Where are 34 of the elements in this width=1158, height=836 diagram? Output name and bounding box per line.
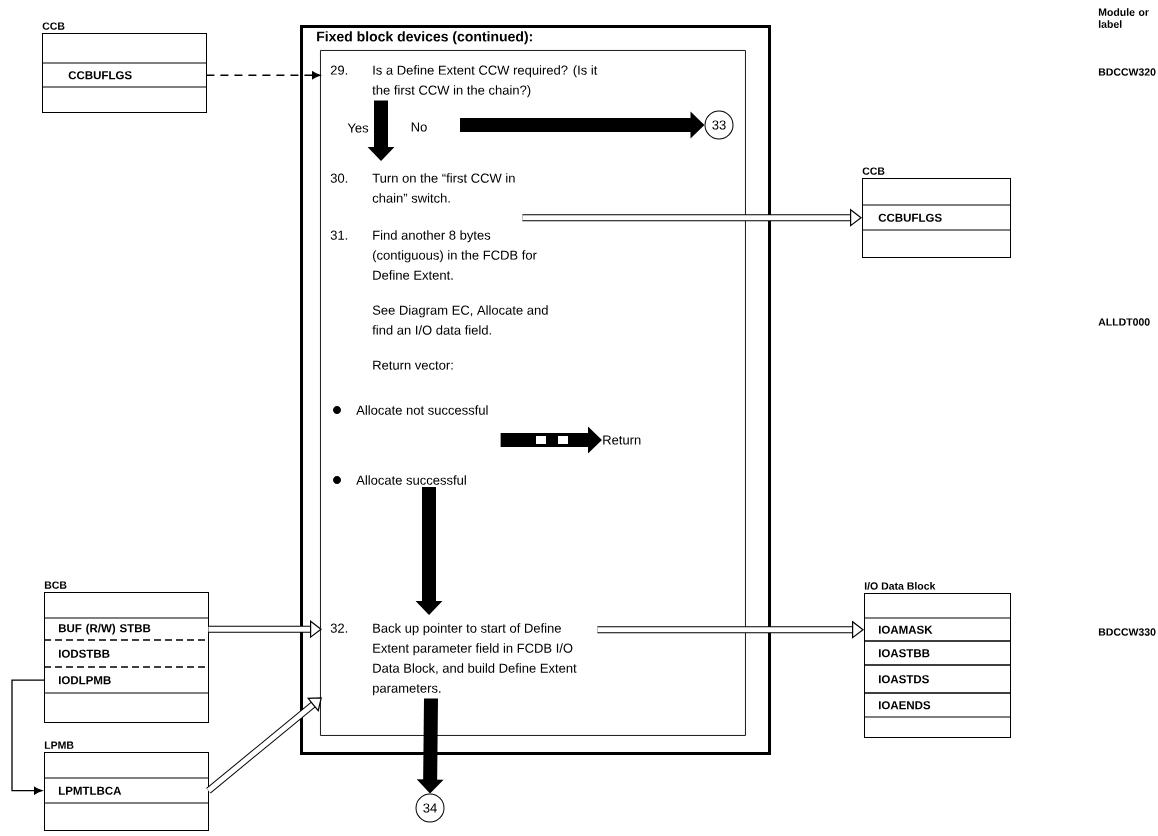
arrow [522,208,862,227]
flow-text: Allocate successful [356,475,466,485]
module-label: BDCCW330 [1098,628,1156,636]
edge-label: No [409,121,429,133]
flow-text: Return [603,435,641,445]
field-row: IODLPMB [58,676,111,685]
arrow [597,620,864,639]
step-text: 32. Back up pointer to start of Define Extent parameter field in FCDB I/O Data Block, and build Define Extent parameters. [330,623,577,696]
arrow [206,697,322,794]
flow-text: Allocate not successful [356,405,488,415]
node-label: CCB [862,167,885,175]
field-row: IOAENDS [879,701,931,710]
step-text: 29. Is a Define Extent CCW required? (Is it the first CCW in the chain?) [330,65,598,98]
module-label: ALLDT000 [1098,318,1150,326]
field-row: IODSTBB [58,649,110,658]
field-row: BUF (R/W) STBB [43,617,209,641]
field-row: CCBUFLGS [861,204,1011,231]
field-row: CCBUFLGS [41,62,207,88]
field-row: IOASTBB [879,649,930,658]
node-label: CCB [42,22,65,30]
edge-label: Yes [346,122,370,134]
column-heading: Module or label [1098,8,1149,28]
process-box [320,50,746,736]
field-row: LPMTLBCA [43,777,209,804]
node-label: I/O Data Block [864,581,936,590]
step-text: 31. Find another 8 bytes (contiguous) in the FCDB for Define Extent. See Diagram EC, Allocate and find an I/O data field. Return vector: [330,230,548,370]
node-label: LPMB [44,741,74,749]
step-text: 30. Turn on the “first CCW in chain” switch. [330,173,515,203]
arrow [205,71,321,79]
field-row: IOASTDS [879,675,929,684]
node-label: BCB [44,581,67,589]
field-row: IOAMASK [863,617,1011,642]
module-label: BDCCW320 [1098,68,1156,76]
arrow [11,679,45,795]
